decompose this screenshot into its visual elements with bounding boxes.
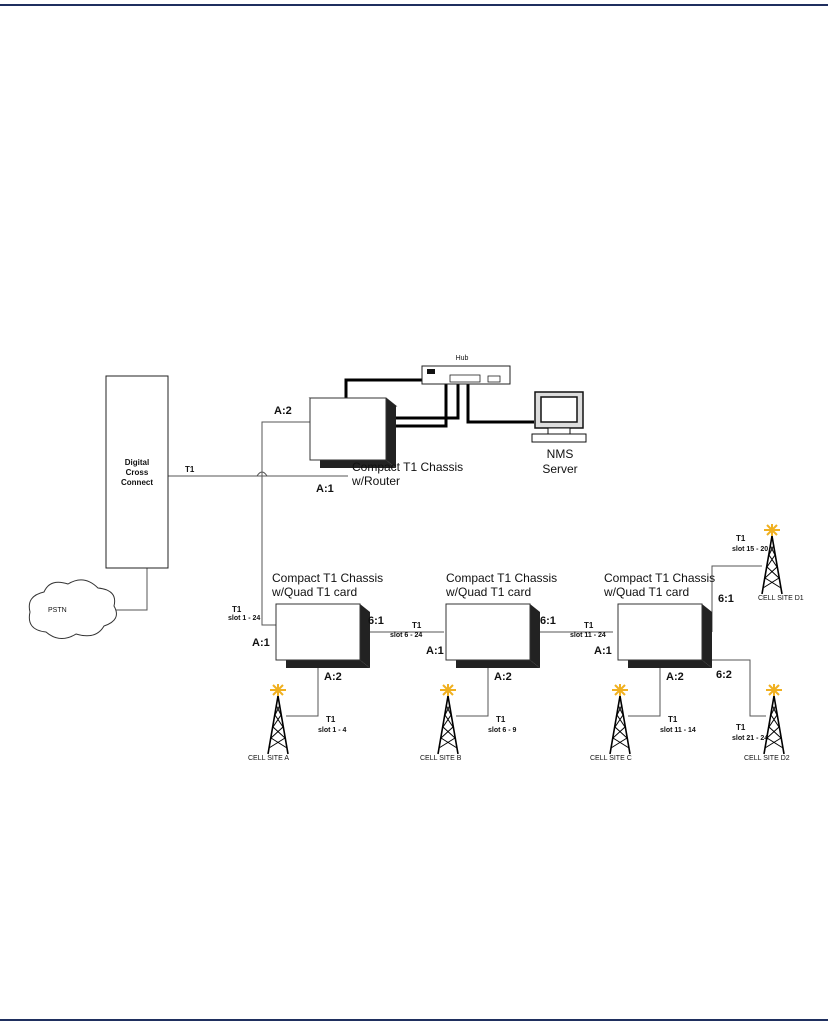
link-2-slot: slot 6 - 24 [390, 632, 422, 639]
chassis-2-label-1: Compact T1 Chassis [446, 571, 557, 585]
hub-router-link-3 [388, 384, 460, 420]
link-2-t1: T1 [412, 621, 422, 630]
cell-site-b: CELL SITE B T1 slot 6 - 9 [420, 683, 517, 762]
hub: Hub [421, 355, 511, 385]
dcs-label-1: Digital [125, 458, 149, 467]
chassis-1-port-down: A:2 [324, 671, 342, 683]
chassis-1: Compact T1 Chassis w/Quad T1 card A:1 6:… [252, 571, 384, 683]
chassis-1-port-in: A:1 [252, 637, 270, 649]
chassis-3-port-down: A:2 [666, 671, 684, 683]
cell-site-a-name: CELL SITE A [248, 755, 289, 762]
line-crossover [256, 471, 268, 477]
router-a2-link [261, 421, 310, 626]
nms-label-2: Server [542, 462, 577, 476]
hub-router-link-1 [344, 378, 440, 398]
cell-site-b-name: CELL SITE B [420, 755, 462, 762]
tower-icon [609, 683, 631, 755]
router-label-2: w/Router [351, 474, 400, 488]
cell-site-a-slot: slot 1 - 4 [318, 727, 347, 734]
dcs-label-3: Connect [121, 478, 153, 487]
chassis-2-port-out: 6:1 [540, 615, 556, 627]
router-label-1: Compact T1 Chassis [352, 460, 463, 474]
chassis3-d2-link [712, 659, 766, 717]
chassis2-siteb-link [456, 660, 489, 717]
pstn-label: PSTN [48, 607, 67, 614]
link-labels: T1 slot 1 - 24 T1 slot 6 - 24 T1 slot 11… [228, 534, 768, 742]
chassis-3: Compact T1 Chassis w/Quad T1 card A:1 6:… [594, 571, 734, 683]
link-5-t1: T1 [736, 723, 746, 732]
tower-icon [267, 683, 289, 755]
chassis-3-port-in: A:1 [594, 645, 612, 657]
tower-icon [763, 683, 785, 755]
nms-label-1: NMS [547, 447, 574, 461]
nms-server: NMS Server [531, 391, 587, 476]
link-1-slot: slot 1 - 24 [228, 615, 260, 622]
cell-site-b-t1: T1 [496, 715, 506, 724]
chassis-3-label-2: w/Quad T1 card [603, 585, 689, 599]
chassis-1-label-2: w/Quad T1 card [271, 585, 357, 599]
router-port-a1: A:1 [316, 483, 334, 495]
link-3-t1: T1 [584, 621, 594, 630]
cell-site-c-name: CELL SITE C [590, 755, 632, 762]
link-1-t1: T1 [232, 605, 242, 614]
chassis1-sitea-link [286, 660, 319, 717]
chassis-3-label-1: Compact T1 Chassis [604, 571, 715, 585]
tower-icon [761, 523, 783, 595]
cell-site-c-slot: slot 11 - 14 [660, 727, 696, 734]
cell-site-c-t1: T1 [668, 715, 678, 724]
cell-site-d2: CELL SITE D2 [744, 683, 790, 762]
cell-site-d1: CELL SITE D1 [758, 523, 804, 602]
chassis-2-label-2: w/Quad T1 card [445, 585, 531, 599]
top-rule [0, 4, 828, 6]
chassis-1-label-1: Compact T1 Chassis [272, 571, 383, 585]
pstn-cloud: PSTN [28, 579, 117, 639]
chassis-3-port-out: 6:1 [718, 593, 734, 605]
chassis-3-port-out2: 6:2 [716, 669, 732, 681]
router-chassis: A:2 A:1 Compact T1 Chassis w/Router T1 [185, 397, 463, 495]
tower-icon [437, 683, 459, 755]
chassis-1-port-out: 6:1 [368, 615, 384, 627]
hub-router-link-2 [384, 384, 448, 428]
cell-site-d2-name: CELL SITE D2 [744, 755, 790, 762]
hub-nms-link [466, 384, 534, 424]
chassis3-d1-link [711, 565, 762, 632]
main-link-label: T1 [185, 465, 195, 474]
chassis3-sitec-link [628, 660, 661, 717]
hub-label: Hub [456, 355, 469, 362]
chassis-2: Compact T1 Chassis w/Quad T1 card A:1 6:… [426, 571, 557, 683]
link-3-slot: slot 11 - 24 [570, 632, 606, 639]
chassis-2-port-in: A:1 [426, 645, 444, 657]
link-4-slot: slot 15 - 20 [732, 546, 768, 553]
cell-site-a-t1: T1 [326, 715, 336, 724]
bottom-rule [0, 1019, 828, 1021]
cell-site-c: CELL SITE C T1 slot 11 - 14 [590, 683, 696, 762]
link-4-t1: T1 [736, 534, 746, 543]
router-port-a2: A:2 [274, 405, 292, 417]
cell-site-a: CELL SITE A T1 slot 1 - 4 [248, 683, 347, 762]
cell-site-b-slot: slot 6 - 9 [488, 727, 517, 734]
link-5-slot: slot 21 - 24 [732, 735, 768, 742]
cell-site-d1-name: CELL SITE D1 [758, 595, 804, 602]
digital-cross-connect: Digital Cross Connect [105, 375, 169, 569]
connection-lines [115, 378, 766, 717]
dcs-pstn-link [115, 568, 148, 611]
chassis-2-port-down: A:2 [494, 671, 512, 683]
dcs-label-2: Cross [126, 468, 149, 477]
